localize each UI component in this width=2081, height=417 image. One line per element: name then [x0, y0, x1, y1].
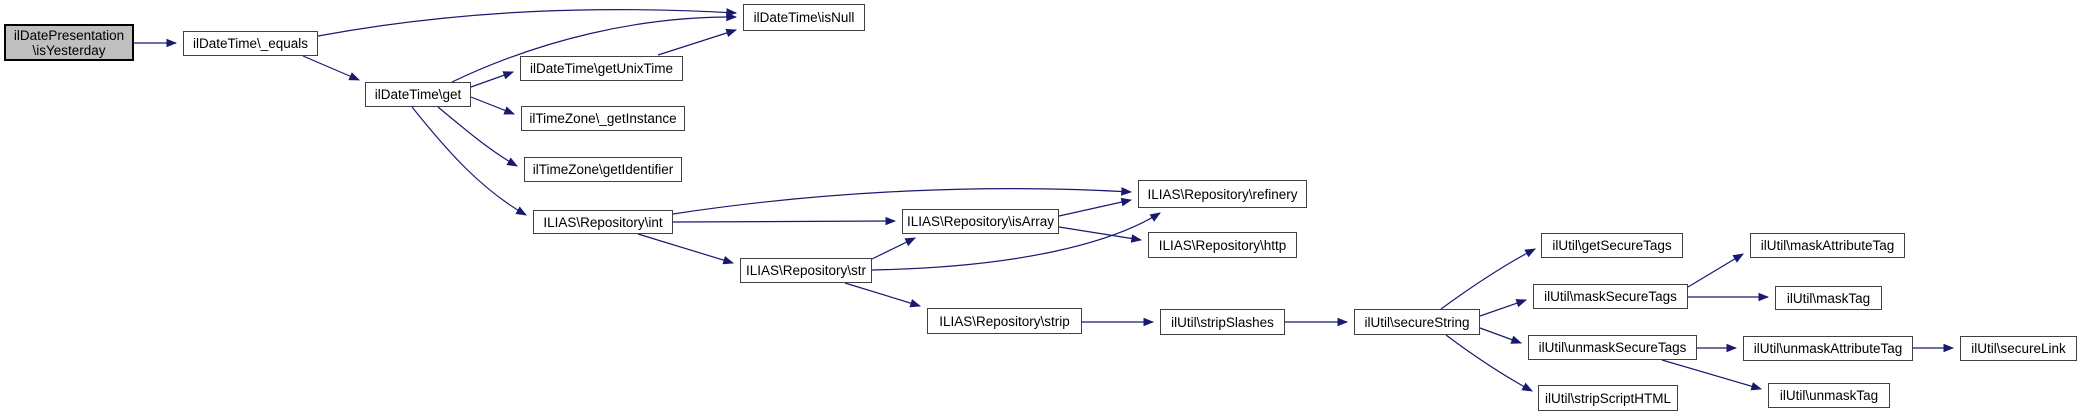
- node-secureString[interactable]: ilUtil\secureString: [1354, 309, 1480, 335]
- edge-int-refinery: [672, 187, 1133, 215]
- edge-isArray-refinery: [1058, 197, 1133, 217]
- node-isNull[interactable]: ilDateTime\isNull: [743, 4, 865, 31]
- edge-get-getIdentifier: [437, 106, 518, 167]
- node-getIdentifier[interactable]: ilTimeZone\getIdentifier: [524, 157, 682, 182]
- node-getUnixTime[interactable]: ilDateTime\getUnixTime: [520, 56, 683, 81]
- node-stripScriptHTML[interactable]: ilUtil\stripScriptHTML: [1538, 385, 1678, 411]
- edge-secureString-unmaskSecureTags: [1479, 327, 1523, 344]
- node-unmaskSecureTags[interactable]: ilUtil\unmaskSecureTags: [1528, 335, 1697, 360]
- node-str[interactable]: ILIAS\Repository\str: [740, 258, 872, 283]
- node-maskSecureTags[interactable]: ilUtil\maskSecureTags: [1533, 284, 1688, 309]
- node-get[interactable]: ilDateTime\get: [365, 82, 471, 107]
- node-secureLink[interactable]: ilUtil\secureLink: [1960, 336, 2077, 361]
- node-stripSlashes[interactable]: ilUtil\stripSlashes: [1160, 309, 1285, 335]
- node-maskAttributeTag[interactable]: ilUtil\maskAttributeTag: [1750, 233, 1905, 258]
- edge-str-isArray: [871, 237, 916, 260]
- edge-secureString-getSecureTags: [1440, 248, 1536, 310]
- edge-get-getInstance: [470, 96, 516, 115]
- node-unmaskTag[interactable]: ilUtil\unmaskTag: [1768, 383, 1890, 408]
- node-getInstance[interactable]: ilTimeZone\_getInstance: [521, 106, 685, 131]
- edge-int-isArray: [672, 216, 897, 226]
- node-int[interactable]: ILIAS\Repository\int: [533, 210, 673, 234]
- node-strip[interactable]: ILIAS\Repository\strip: [927, 308, 1082, 334]
- node-isYesterday: ilDatePresentation \isYesterday: [4, 24, 134, 61]
- node-refinery[interactable]: ILIAS\Repository\refinery: [1138, 180, 1307, 208]
- node-unmaskAttributeTag[interactable]: ilUtil\unmaskAttributeTag: [1743, 336, 1913, 361]
- edge-isArray-http: [1058, 226, 1143, 243]
- node-equals[interactable]: ilDateTime\_equals: [183, 31, 318, 56]
- edge-secureString-maskSecureTags: [1479, 299, 1528, 317]
- edge-get-int: [411, 106, 527, 216]
- node-maskTag[interactable]: ilUtil\maskTag: [1775, 286, 1882, 310]
- edge-equals-isNull: [317, 8, 738, 37]
- node-getSecureTags[interactable]: ilUtil\getSecureTags: [1541, 233, 1683, 258]
- edge-str-refinery: [871, 212, 1161, 271]
- edge-maskSecureTags-maskAttributeTag: [1687, 253, 1744, 288]
- edge-group: [134, 8, 1955, 392]
- edge-str-strip: [844, 282, 922, 308]
- node-isArray[interactable]: ILIAS\Repository\isArray: [902, 209, 1059, 234]
- node-http[interactable]: ILIAS\Repository\http: [1148, 232, 1297, 258]
- edge-equals-get: [302, 55, 360, 81]
- edge-get-isNull: [451, 12, 738, 83]
- edge-secureString-stripScriptHTML: [1445, 334, 1533, 392]
- edge-int-str: [637, 233, 735, 265]
- edge-get-getUnixTime: [470, 71, 515, 88]
- edge-getUnixTime-isNull: [657, 28, 738, 56]
- edge-unmaskSecureTags-unmaskTag: [1661, 359, 1763, 391]
